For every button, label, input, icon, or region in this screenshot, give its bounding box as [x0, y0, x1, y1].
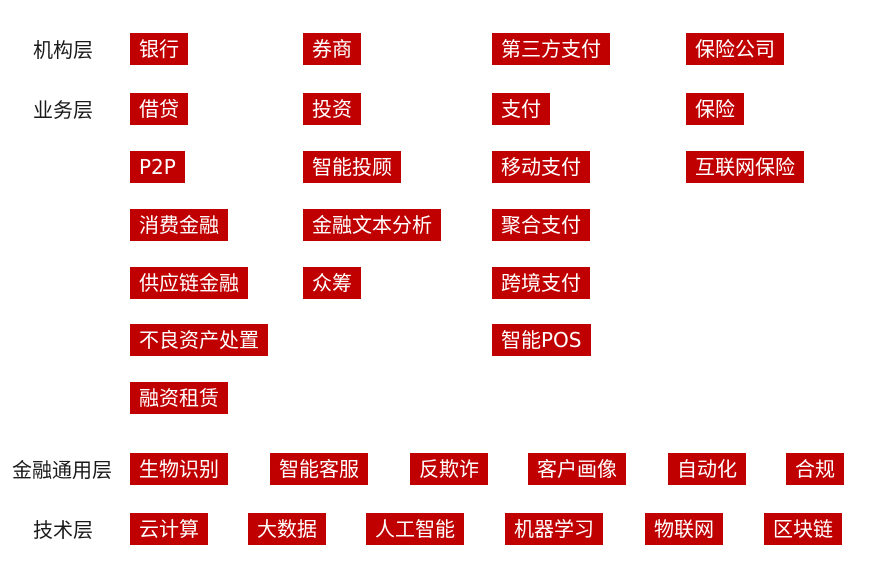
institution-layer-label: 机构层: [33, 38, 93, 62]
business-tag: 智能POS: [492, 324, 591, 356]
business-tag: 智能投顾: [303, 151, 401, 183]
business-tag: 跨境支付: [492, 267, 590, 299]
technology-layer-label: 技术层: [33, 518, 93, 542]
technology-tag: 云计算: [130, 513, 208, 545]
business-tag: 消费金融: [130, 209, 228, 241]
general-tag: 智能客服: [270, 453, 368, 485]
business-tag: 借贷: [130, 93, 188, 125]
business-layer-label: 业务层: [33, 98, 93, 122]
general-tag: 合规: [786, 453, 844, 485]
general-tag: 自动化: [668, 453, 746, 485]
general-tag: 客户画像: [528, 453, 626, 485]
business-tag: 众筹: [303, 267, 361, 299]
technology-tag: 人工智能: [366, 513, 464, 545]
business-tag: 保险: [686, 93, 744, 125]
business-tag: 供应链金融: [130, 267, 248, 299]
general-tag: 生物识别: [130, 453, 228, 485]
business-tag: 移动支付: [492, 151, 590, 183]
general-layer-label: 金融通用层: [12, 458, 112, 482]
institution-tag: 券商: [303, 33, 361, 65]
institution-tag: 银行: [130, 33, 188, 65]
technology-tag: 大数据: [248, 513, 326, 545]
business-tag: 支付: [492, 93, 550, 125]
institution-tag: 保险公司: [686, 33, 784, 65]
business-tag: 投资: [303, 93, 361, 125]
business-tag: 互联网保险: [686, 151, 804, 183]
technology-tag: 机器学习: [505, 513, 603, 545]
business-tag: P2P: [130, 151, 185, 183]
institution-tag: 第三方支付: [492, 33, 610, 65]
technology-tag: 物联网: [645, 513, 723, 545]
technology-tag: 区块链: [764, 513, 842, 545]
business-tag: 聚合支付: [492, 209, 590, 241]
business-tag: 不良资产处置: [130, 324, 268, 356]
general-tag: 反欺诈: [410, 453, 488, 485]
business-tag: 金融文本分析: [303, 209, 441, 241]
business-tag: 融资租赁: [130, 382, 228, 414]
